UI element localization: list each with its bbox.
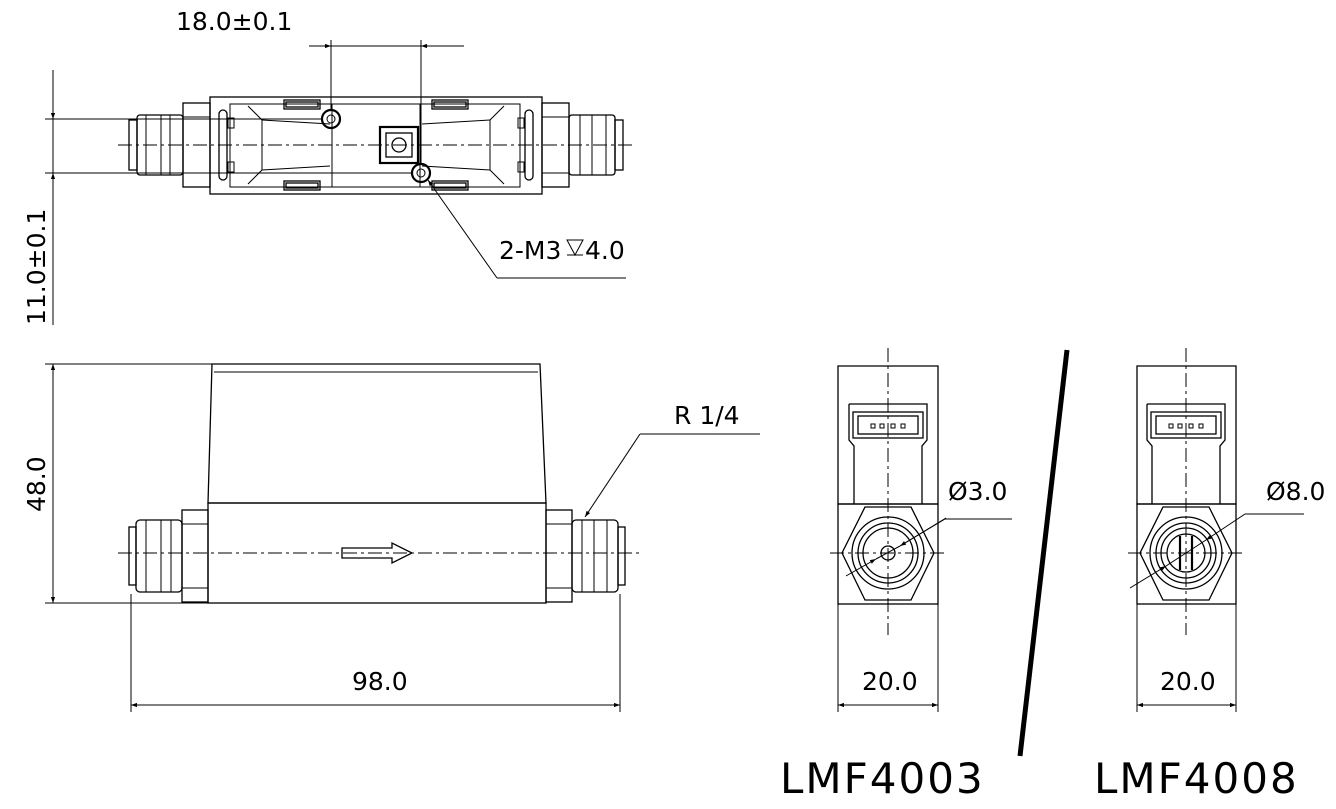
model-lmf4008: LMF4008 (1094, 754, 1299, 803)
height-label: 48.0 (22, 456, 51, 512)
thread-label: R 1/4 (674, 401, 740, 430)
hole-depth-label: 4.0 (585, 236, 625, 265)
model-divider (1017, 349, 1070, 757)
top-view (118, 96, 636, 195)
mount-offset-label: 11.0±0.1 (22, 209, 51, 325)
mount-hole-2 (410, 162, 432, 184)
bore-lmf4003-label: Ø3.0 (948, 477, 1007, 506)
dimension-mount-offset: 11.0±0.1 (22, 70, 412, 325)
callout-thread: R 1/4 (584, 401, 760, 518)
mount-holes-label: 2-M3 (499, 236, 561, 265)
dimension-mount-spacing: 18.0±0.1 (176, 7, 464, 164)
callout-mount-holes: 2-M3 4.0 (427, 179, 626, 279)
length-label: 98.0 (352, 667, 408, 696)
width-lmf4008-label: 20.0 (1160, 667, 1216, 696)
countersink-depth-icon (566, 239, 584, 257)
mount-spacing-label: 18.0±0.1 (176, 7, 292, 36)
width-lmf4003-label: 20.0 (862, 667, 918, 696)
dimension-height: 48.0 (22, 363, 212, 604)
side-view (118, 363, 640, 604)
end-view-lmf4003: Ø3.0 20.0 (830, 348, 1012, 712)
mount-hole-1 (320, 108, 342, 130)
end-view-lmf4008: Ø8.0 20.0 (1128, 348, 1325, 712)
flow-arrow-icon (341, 541, 414, 565)
dimension-length: 98.0 (130, 594, 621, 712)
model-lmf4003: LMF4003 (780, 754, 985, 803)
bore-lmf4008-label: Ø8.0 (1266, 477, 1325, 506)
